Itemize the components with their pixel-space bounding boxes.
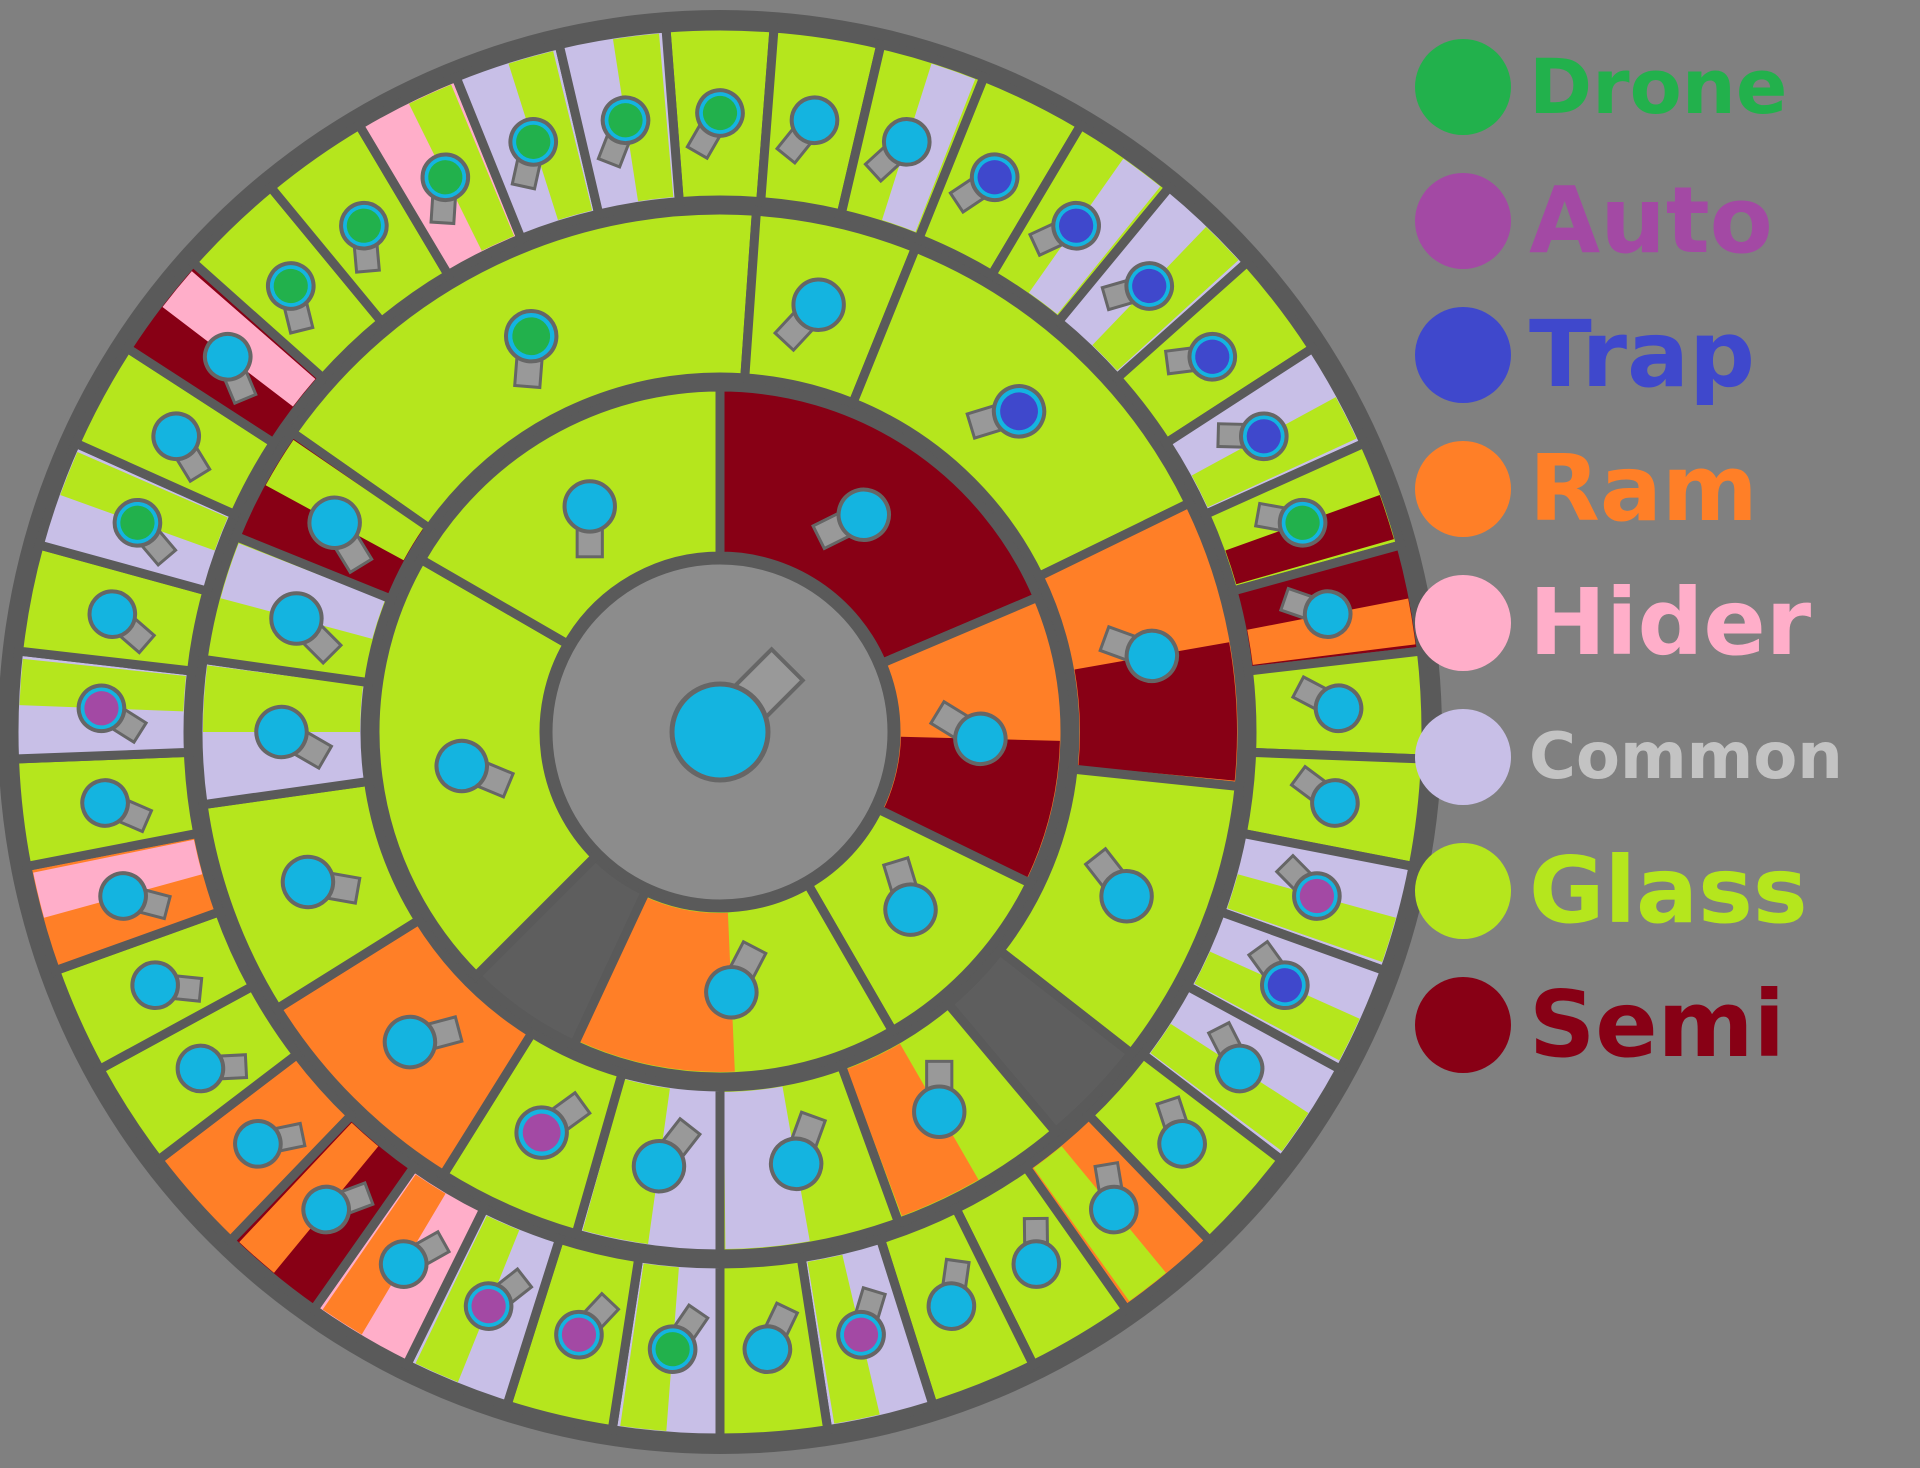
tank-icon [647,1303,710,1374]
tank-icon [836,1285,888,1360]
tank-icon [378,1229,452,1289]
tank-icon [463,1266,534,1331]
tank-icon [774,95,840,166]
tank-icon [881,855,938,937]
tank-icon [1278,586,1353,639]
legend-swatch-icon [1415,575,1511,671]
tank-icon [98,871,172,921]
tank-icon [307,495,374,575]
tank-icon [1089,1160,1139,1235]
tank-icon [112,497,178,568]
tank-icon [301,1180,375,1235]
tank-icon [265,261,316,335]
tank-icon [742,1301,800,1374]
tank-icon [1246,939,1310,1011]
tank-icon [1027,200,1101,258]
legend-swatch-icon [1415,709,1511,805]
legend-label: Semi [1529,971,1786,1078]
tank-icon [928,699,1008,767]
tank-icon [76,683,149,745]
tank-icon [434,738,516,799]
tank-icon [1289,764,1360,828]
tank-icon [772,277,846,353]
tank-icon [504,309,559,390]
tank-icon [1100,261,1175,312]
tank-icon [130,960,204,1011]
legend-label: Drone [1529,42,1788,131]
legend-label: Auto [1529,167,1773,274]
tank-icon [863,117,932,184]
tank-icon [965,384,1047,440]
legend-label: Ram [1529,435,1758,542]
tank-icon [514,1090,592,1160]
tank-icon [339,200,389,274]
legend-label: Hider [1529,569,1812,676]
legend-swatch-icon [1415,843,1511,939]
tank-icon [254,704,334,771]
legend-item-glass: Glass [1415,824,1915,958]
tank-icon [1098,624,1180,684]
legend-label: Common [1529,720,1843,794]
tank-icon [233,1119,307,1169]
legend-item-trap: Trap [1415,288,1915,422]
legend-item-common: Common [1415,690,1915,824]
tank-icon [554,1291,621,1360]
tank-icon [948,152,1020,215]
tank-icon [151,411,212,484]
legend-item-ram: Ram [1415,422,1915,556]
tank-icon [596,95,651,169]
tank-icon [280,854,362,910]
tank-icon [1206,1020,1265,1094]
legend-item-auto: Auto [1415,154,1915,288]
legend-label: Glass [1529,837,1808,944]
legend-label: Trap [1529,301,1755,408]
legend-swatch-icon [1415,977,1511,1073]
legend-swatch-icon [1415,39,1511,135]
tank-icon [631,1116,703,1194]
tank-icon [1290,674,1364,734]
tank-icon [1083,846,1154,924]
legend-item-drone: Drone [1415,20,1915,154]
tank-icon [926,1257,977,1331]
tank-icon [768,1110,828,1192]
tank-icon [1011,1216,1062,1289]
tank-icon [1216,411,1289,462]
tank-icon [202,331,258,406]
tank-icon [508,117,559,191]
tank-icon [269,591,344,666]
legend-swatch-icon [1415,173,1511,269]
tank-icon [912,1059,967,1139]
tank-icon [811,487,891,551]
legend-item-hider: Hider [1415,556,1915,690]
tank-icon [87,589,157,655]
tank-icon [80,778,154,834]
legend-swatch-icon [1415,307,1511,403]
tank-icon [1253,497,1328,548]
tank-icon [685,88,745,161]
tank-icon [175,1043,249,1094]
legend-item-semi: Semi [1415,958,1915,1092]
tank-icon [1163,331,1238,382]
tank-icon [382,1014,464,1070]
root-tank-icon [669,646,806,783]
tank-icon [562,479,617,559]
tank-icon [704,939,768,1020]
tank-icon [1274,853,1342,921]
tank-icon [1155,1095,1207,1169]
legend-swatch-icon [1415,441,1511,537]
tank-icon [420,152,471,226]
